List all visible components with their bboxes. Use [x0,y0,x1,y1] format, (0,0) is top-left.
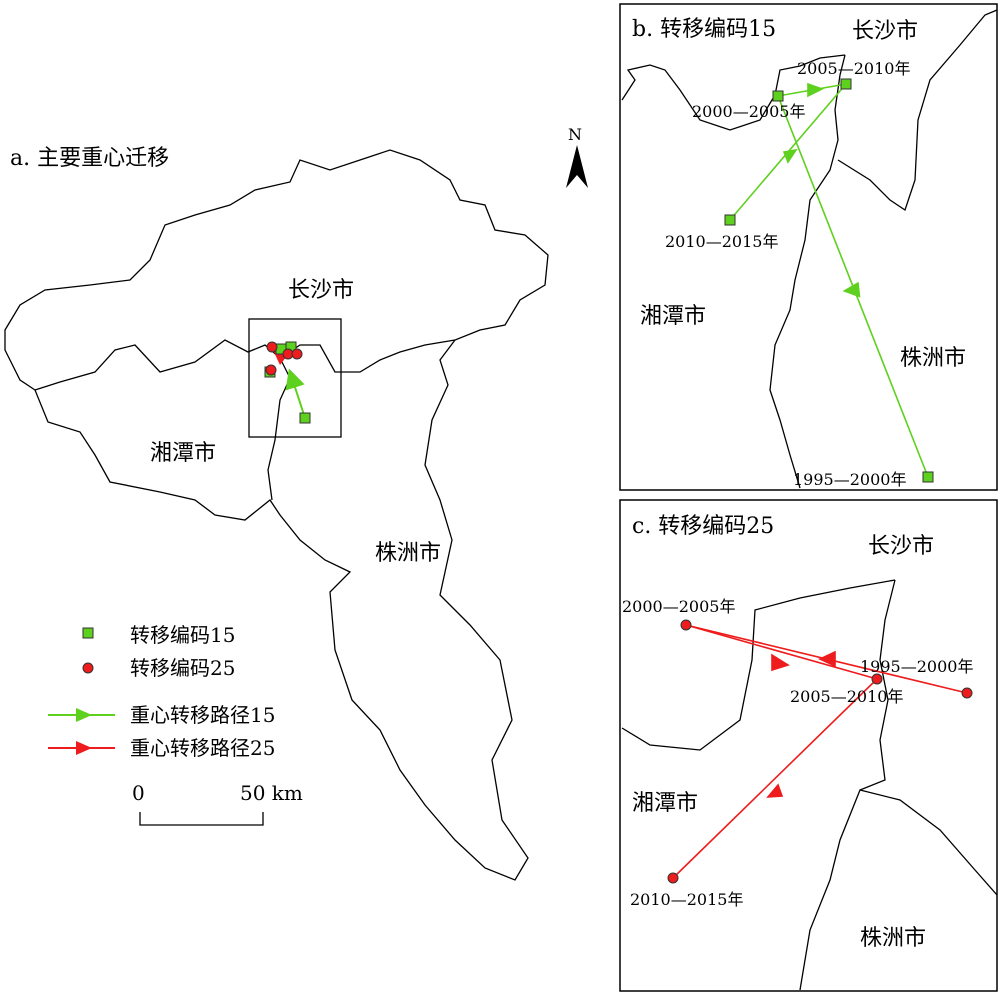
city-label-xiangtan: 湘潭市 [150,441,216,466]
legend: 转移编码15 转移编码25 重心转移路径15 重心转移路径25 [48,623,275,760]
b-label-2010: 2010—2015年 [665,232,778,251]
b-paths [729,82,929,478]
b-city-zhuzhou: 株洲市 [900,346,966,371]
c-city-zhuzhou: 株洲市 [860,926,926,951]
scale-start: 0 [132,781,145,805]
b-label-2000: 2000—2005年 [692,102,805,121]
changsha-xiangtan-boundary [34,339,281,391]
scale-bar: 0 50 km [132,781,303,826]
b-changsha-xiangtan-boundary [621,54,846,131]
c-label-2005: 2005—2010年 [790,687,903,706]
b-city-changsha: 长沙市 [852,19,918,44]
panel-b-frame [619,3,998,491]
c-boundary-east [799,579,896,991]
north-arrow: N [566,125,588,188]
c-changsha-xiangtan-boundary [621,579,896,751]
legend-path25: 重心转移路径25 [130,736,275,760]
north-label: N [568,125,582,144]
inset-extent-box [248,318,342,438]
b-label-2005: 2005—2010年 [797,59,910,78]
c-points [667,619,973,884]
c-label-1995: 1995—2000年 [860,657,973,676]
panel-c-title: c. 转移编码25 [632,514,774,539]
xiangtan-zhuzhou-boundary [267,357,291,501]
panel-a-title: a. 主要重心迁移 [10,146,169,171]
changsha-zhuzhou-boundary [279,339,456,373]
b-city-xiangtan: 湘潭市 [640,304,706,329]
panel-b-title: b. 转移编码15 [632,17,776,42]
panel-c-frame [619,499,998,992]
region-outer-boundary [4,149,549,881]
legend-code15: 转移编码15 [130,623,235,647]
legend-code25: 转移编码25 [130,656,235,680]
c-paths [672,624,968,879]
b-label-1995: 1995—2000年 [793,470,906,489]
b-boundary-east [769,54,846,489]
c-city-changsha: 长沙市 [868,534,934,559]
city-label-zhuzhou: 株洲市 [375,541,441,566]
city-label-changsha: 长沙市 [288,278,354,303]
b-points [724,78,934,483]
b-changsha-zhuzhou-boundary [837,9,998,212]
legend-path15: 重心转移路径15 [130,703,275,727]
c-city-xiangtan: 湘潭市 [632,791,698,816]
points-25-main [265,341,303,376]
c-label-2010: 2010—2015年 [630,890,743,909]
scale-end: 50 km [240,781,303,805]
c-label-2000: 2000—2005年 [622,597,735,616]
c-changsha-zhuzhou-boundary [859,789,998,896]
path-15-main [285,368,306,419]
